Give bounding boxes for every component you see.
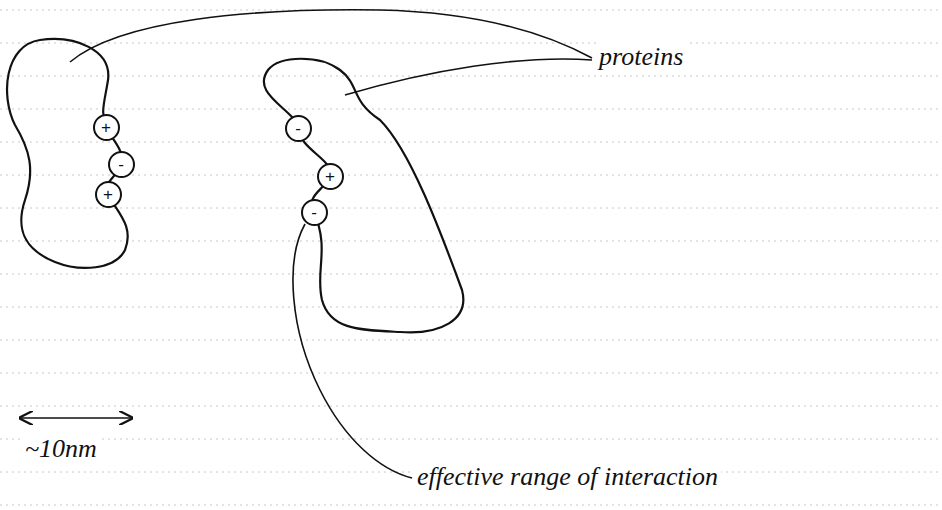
charge-sign: - bbox=[118, 156, 124, 173]
ruled-paper bbox=[0, 10, 942, 505]
dimension-arrow bbox=[20, 417, 132, 419]
callout-label: proteins bbox=[596, 42, 686, 72]
charge-circle: - bbox=[285, 115, 312, 142]
charge-sign: + bbox=[101, 119, 111, 136]
charge-sign: + bbox=[325, 168, 335, 185]
charge-sign: - bbox=[311, 204, 317, 221]
protein-outline bbox=[7, 39, 128, 268]
charge-circle: - bbox=[108, 151, 135, 178]
charge-circle: + bbox=[317, 163, 344, 190]
charge-circle: - bbox=[301, 199, 328, 226]
charge-circle: + bbox=[93, 114, 120, 141]
charge-sign: + bbox=[103, 186, 113, 203]
leader-line bbox=[345, 59, 592, 95]
charge-circle: + bbox=[95, 181, 122, 208]
charge-sign: - bbox=[295, 120, 301, 137]
callout-label: effective range of interaction bbox=[414, 462, 721, 492]
dimension-label: ~10nm bbox=[22, 434, 100, 464]
leader-line bbox=[293, 224, 412, 478]
leader-line bbox=[70, 10, 592, 62]
